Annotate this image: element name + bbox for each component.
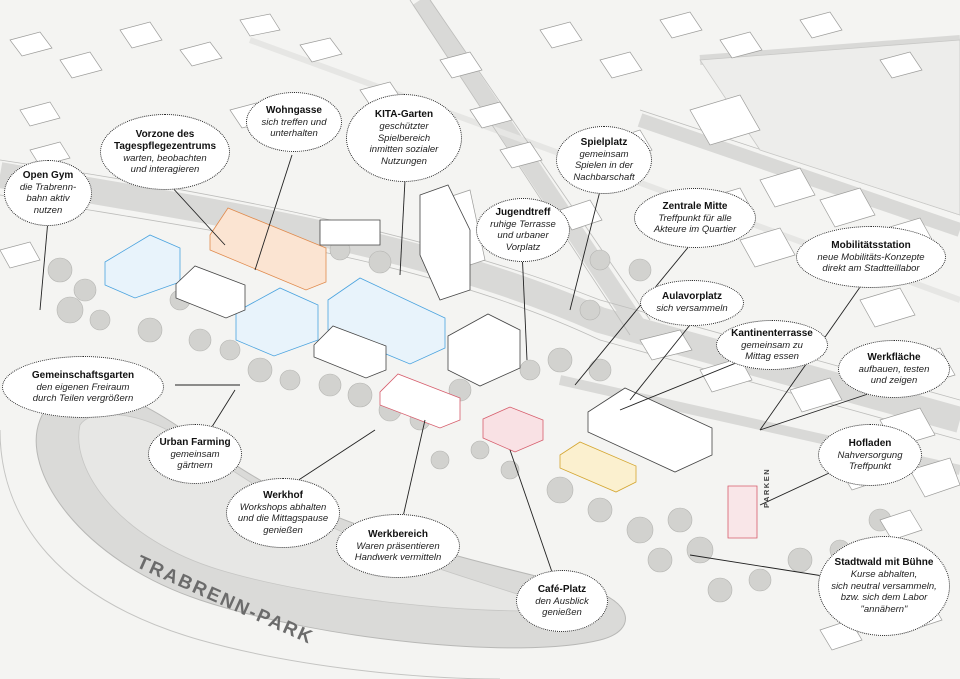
callout-text: warten, beobachten und interagieren xyxy=(123,152,207,176)
callout-title: Kantinenterrasse xyxy=(731,327,813,339)
callout-jugendtreff: Jugendtreff ruhige Terrasse und urbaner … xyxy=(476,198,570,262)
callout-title: Urban Farming xyxy=(159,436,231,448)
callout-title: Gemeinschaftsgarten xyxy=(31,369,135,381)
callout-stadtwald-mit-buehne: Stadtwald mit Bühne Kurse abhalten, sich… xyxy=(818,536,950,636)
callout-title: Werkbereich xyxy=(368,528,428,540)
parking-label: PARKEN xyxy=(762,467,771,508)
callout-kita-garten: KITA-Garten geschützter Spielbereich inm… xyxy=(346,94,462,182)
callout-title: Spielplatz xyxy=(580,136,628,148)
callout-text: geschützter Spielbereich inmitten sozial… xyxy=(369,121,439,167)
callout-title: Café-Platz xyxy=(537,583,587,595)
callout-title: KITA-Garten xyxy=(374,109,434,120)
callout-title: Zentrale Mitte xyxy=(662,200,728,212)
callout-urban-farming: Urban Farming gemeinsam gärtnern xyxy=(148,424,242,484)
callout-text: den Ausblick genießen xyxy=(535,595,589,619)
callout-werkhof: Werkhof Workshops abhalten und die Mitta… xyxy=(226,478,340,548)
callout-mobilitaetsstation: Mobilitätsstation neue Mobilitäts-Konzep… xyxy=(796,226,946,288)
callout-text: ruhige Terrasse und urbaner Vorplatz xyxy=(490,218,556,253)
callout-spielplatz: Spielplatz gemeinsam Spielen in der Nach… xyxy=(556,126,652,194)
callout-title: Aulavorplatz xyxy=(661,291,722,303)
callout-werkflaeche: Werkfläche aufbauen, testen und zeigen xyxy=(838,340,950,398)
callout-text: Workshops abhalten und die Mittagspause … xyxy=(237,501,329,536)
quarter-buildings xyxy=(104,184,758,539)
callout-title: Werkfläche xyxy=(867,351,921,363)
callout-kantinenterrasse: Kantinenterrasse gemeinsam zu Mittag ess… xyxy=(716,320,828,370)
callout-title: Werkhof xyxy=(263,489,303,501)
callout-title: Stadtwald mit Bühne xyxy=(834,557,934,568)
callout-gemeinschaftsgarten: Gemeinschaftsgarten den eigenen Freiraum… xyxy=(2,356,164,418)
callout-title: Wohngasse xyxy=(266,104,322,116)
callout-open-gym: Open Gym die Trabrenn- bahn aktiv nutzen xyxy=(4,160,92,226)
callout-text: neue Mobilitäts-Konzepte direkt am Stadt… xyxy=(817,251,925,275)
callout-text: sich treffen und unterhalten xyxy=(261,116,327,140)
callout-title: Vorzone des Tagespflegezentrums xyxy=(113,128,217,152)
callout-text: Kurse abhalten, sich neutral versammeln,… xyxy=(831,569,937,615)
callout-text: die Trabrenn- bahn aktiv nutzen xyxy=(19,181,77,216)
callout-werkbereich: Werkbereich Waren präsentieren Handwerk … xyxy=(336,514,460,578)
callout-title: Mobilitätsstation xyxy=(831,239,911,251)
callout-text: Treffpunkt für alle Akteure im Quartier xyxy=(653,212,737,236)
callout-hofladen: Hofladen Nahversorgung Treffpunkt xyxy=(818,424,922,486)
callout-wohngasse: Wohngasse sich treffen und unterhalten xyxy=(246,92,342,152)
trees xyxy=(47,239,892,603)
callout-title: Open Gym xyxy=(22,169,74,181)
callout-cafe-platz: Café-Platz den Ausblick genießen xyxy=(516,570,608,632)
callout-text: den eigenen Freiraum durch Teilen vergrö… xyxy=(32,381,134,405)
callout-text: Nahversorgung Treffpunkt xyxy=(837,449,903,473)
callout-text: gemeinsam Spielen in der Nachbarschaft xyxy=(573,148,635,183)
callout-text: gemeinsam zu Mittag essen xyxy=(741,339,803,363)
callout-text: gemeinsam gärtnern xyxy=(170,448,220,472)
callout-text: sich versammeln xyxy=(656,303,728,315)
callout-text: aufbauen, testen und zeigen xyxy=(858,363,930,387)
callout-title: Jugendtreff xyxy=(495,206,551,218)
callout-zentrale-mitte: Zentrale Mitte Treffpunkt für alle Akteu… xyxy=(634,188,756,248)
callout-vorzone-tagespflegezentrum: Vorzone des Tagespflegezentrums warten, … xyxy=(100,114,230,190)
callout-text: Waren präsentieren Handwerk vermitteln xyxy=(354,540,442,564)
callout-title: Hofladen xyxy=(848,437,892,449)
callout-aulavorplatz: Aulavorplatz sich versammeln xyxy=(640,280,744,326)
